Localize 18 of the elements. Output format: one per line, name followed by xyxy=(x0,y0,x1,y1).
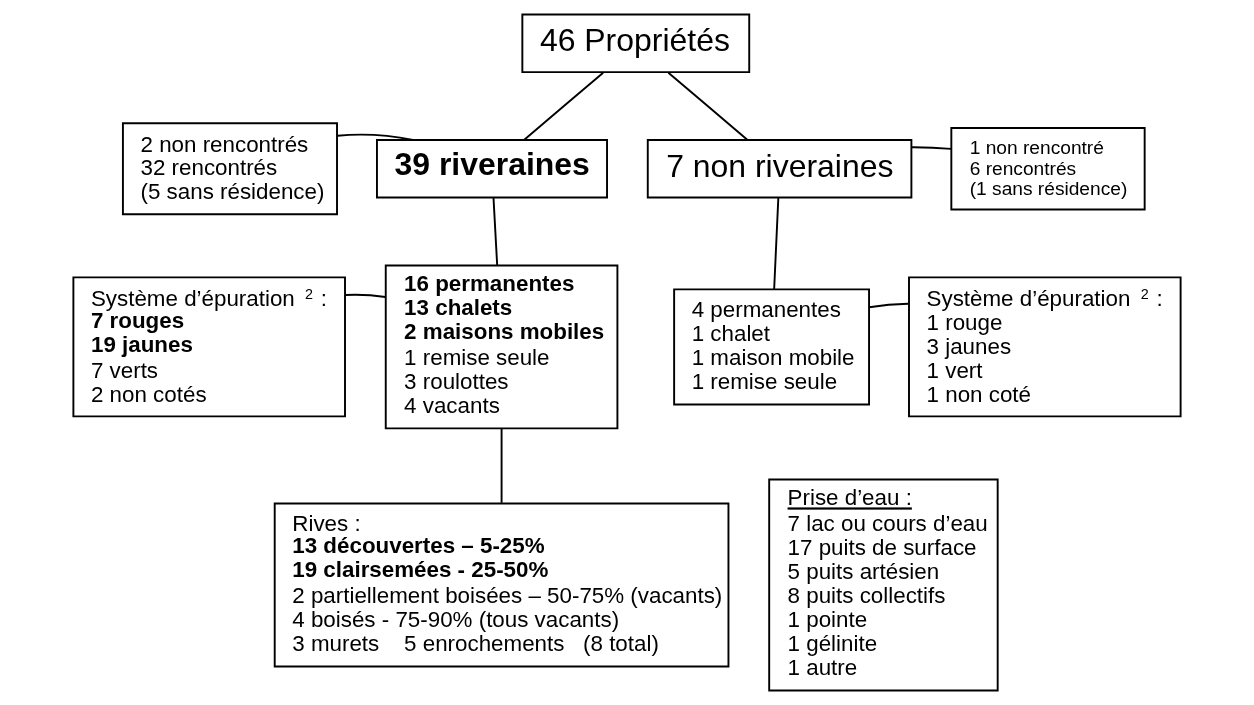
node-box: Prise d’eau : 7 lac ou cours d’eau 17 puits de surface 5 puits artésien 8 puits collectifs 1 pointe 1 gélinite 1 autre xyxy=(768,478,999,692)
connector xyxy=(523,71,605,141)
node-box: 1 non rencontré 6 rencontrés (1 sans résidence) xyxy=(950,127,1146,211)
node-box: 16 permanentes 13 chalets 2 maisons mobiles 1 remise seule 3 roulottes 4 vacants xyxy=(384,264,619,430)
node-box: 39 riveraines xyxy=(376,139,608,199)
node-box: 7 non riveraines xyxy=(646,139,913,199)
connector xyxy=(336,133,414,141)
connector xyxy=(667,71,749,141)
connector xyxy=(910,146,953,150)
connector xyxy=(868,302,910,309)
connector xyxy=(500,427,503,504)
node-box: 46 Propriétés xyxy=(521,13,751,74)
connector xyxy=(344,293,387,298)
node-box: 2 non rencontrés 32 rencontrés (5 sans résidence) xyxy=(121,122,338,216)
connector xyxy=(773,196,780,291)
node-box: Rives : 13 découvertes – 5-25% 19 clairsemées - 25-50% 2 partiellement boisées – 50-75% (vacants) 4 boisés - 75-90% (tous vacants) 3 murets 5 enrochements (8 total) xyxy=(273,502,730,668)
connector xyxy=(492,196,499,267)
node-box: 4 permanentes 1 chalet 1 maison mobile 1 remise seule xyxy=(673,288,870,406)
